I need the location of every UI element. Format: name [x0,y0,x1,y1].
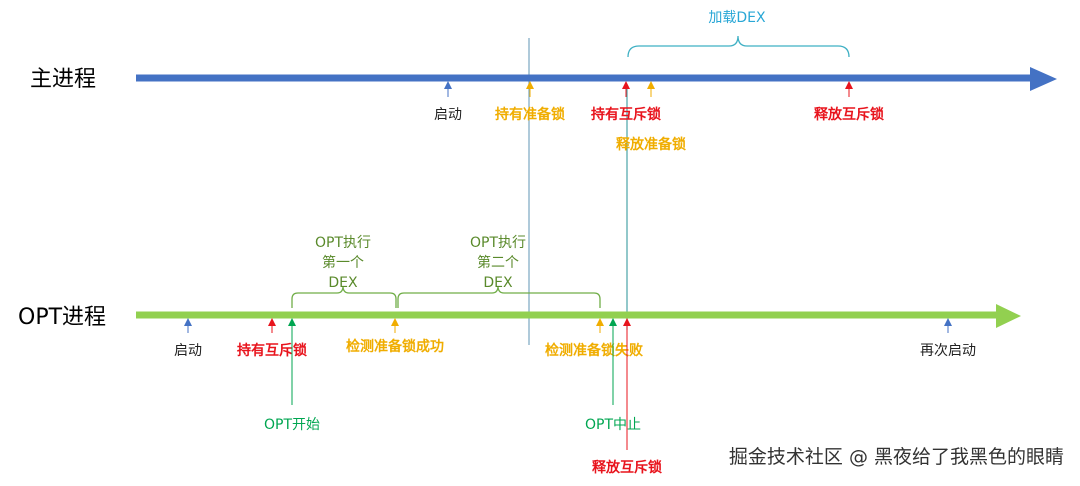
load-dex-brace [627,35,850,58]
opt-prep-lock-success-label: 检测准备锁成功 [346,338,444,355]
watermark: 掘金技术社区 @ 黑夜给了我黑色的眼睛 [729,446,1064,468]
main-process-title: 主进程 [30,67,96,92]
main-release-prep-lock-label: 释放准备锁 [616,136,686,153]
main-hold-prep-lock-marker [526,81,534,97]
opt-abort-marker [609,318,617,405]
opt-release-mutex-label: 释放互斥锁 [592,459,662,476]
opt-begin-label: OPT开始 [264,417,320,433]
opt-hold-mutex-label: 持有互斥锁 [237,342,307,359]
main-hold-mutex-marker [622,81,630,97]
opt-second-dex-line3: DEX [483,275,513,291]
main-start-label: 启动 [434,107,462,123]
opt-begin-marker [288,318,296,405]
main-hold-prep-lock-label: 持有准备锁 [495,106,565,123]
opt-prep-lock-fail-marker [596,318,604,333]
opt-release-mutex-marker [623,318,631,450]
opt-prep-lock-fail-label: 检测准备锁失败 [545,342,644,359]
load-dex-label: 加载DEX [708,10,766,26]
main-process-arrowhead [1030,67,1057,91]
opt-second-dex-line2: 第二个 [477,254,519,271]
opt-abort-label: OPT中止 [585,417,641,433]
opt-process-title: OPT进程 [18,305,106,330]
opt-restart-marker [944,318,952,333]
main-start-marker [444,81,452,97]
opt-start-marker [184,318,192,333]
opt-first-dex-line2: 第一个 [322,254,364,271]
opt-hold-mutex-marker [268,318,276,333]
opt-start-label: 启动 [174,343,202,359]
opt-first-dex-brace [291,285,397,308]
opt-first-dex-line3: DEX [328,275,358,291]
opt-first-dex-line1: OPT执行 [315,235,371,251]
opt-process-arrowhead [996,304,1021,328]
opt-second-dex-brace [397,285,601,308]
main-release-prep-lock-marker [647,81,655,97]
opt-prep-lock-success-marker [391,318,399,333]
main-hold-mutex-label: 持有互斥锁 [591,106,661,123]
main-release-mutex-label: 释放互斥锁 [814,106,884,123]
opt-second-dex-line1: OPT执行 [470,235,526,251]
opt-restart-label: 再次启动 [920,343,976,359]
main-release-mutex-marker [845,81,853,97]
